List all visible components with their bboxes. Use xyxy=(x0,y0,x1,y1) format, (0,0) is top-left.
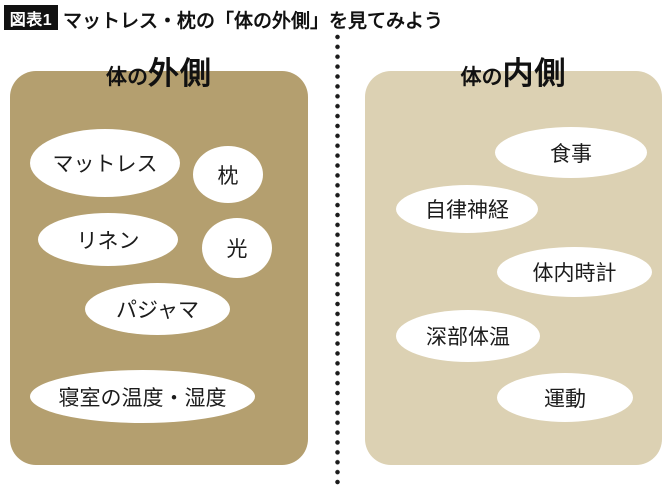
panel-title-outside-prefix: 体の xyxy=(106,66,148,89)
panel-title-outside-emphasis: 外側 xyxy=(148,56,212,91)
bubble-mattress: マットレス xyxy=(30,129,180,197)
panel-title-inside-prefix: 体の xyxy=(460,66,503,89)
panel-title-inside: 体の内側 xyxy=(365,48,662,93)
panel-title-inside-emphasis: 内側 xyxy=(502,56,567,91)
bubble-exercise: 運動 xyxy=(497,373,633,422)
bubble-autonomic-nerves: 自律神経 xyxy=(396,185,538,233)
bubble-light: 光 xyxy=(202,218,272,278)
bubble-core-body-temperature: 深部体温 xyxy=(396,310,540,362)
bubble-pillow: 枕 xyxy=(193,146,263,203)
panel-title-outside: 体の外側 xyxy=(10,48,308,93)
figure-number-badge: 図表1 xyxy=(4,5,58,30)
bubble-linen: リネン xyxy=(38,213,178,266)
bubble-pajamas: パジャマ xyxy=(85,283,230,335)
dotted-divider-line xyxy=(335,32,340,489)
bubble-bedroom-temp-humidity: 寝室の温度・湿度 xyxy=(30,370,255,423)
figure-title: マットレス・枕の「体の外側」を見てみよう xyxy=(63,11,444,32)
bubble-body-clock: 体内時計 xyxy=(497,247,652,297)
bubble-meals: 食事 xyxy=(495,127,647,178)
